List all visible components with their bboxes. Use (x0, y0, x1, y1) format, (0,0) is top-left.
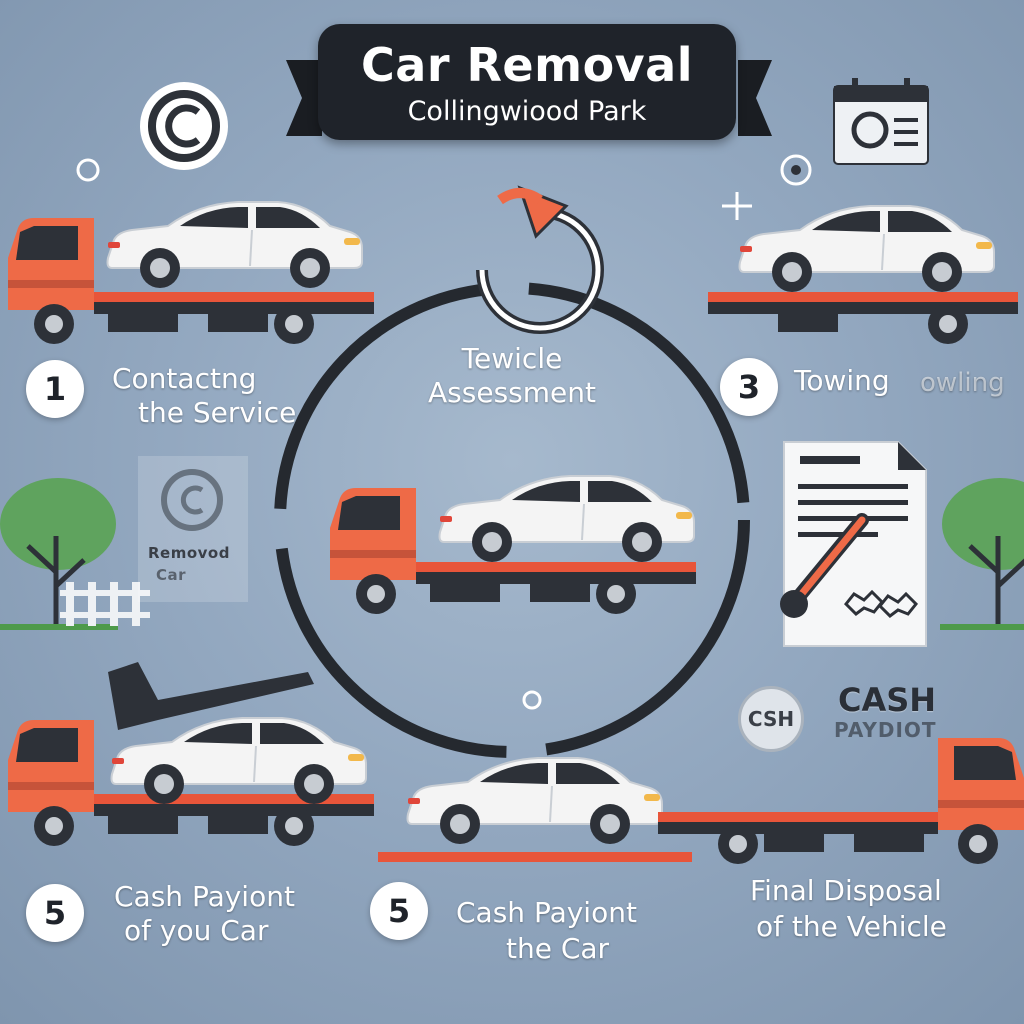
truck-cash-left (8, 662, 374, 846)
step-badge-5-left: 5 (26, 884, 84, 942)
cash-badge: CSH (738, 686, 804, 752)
faded-sign (138, 456, 248, 602)
sign-line2: Car (156, 566, 187, 584)
pen-icon (780, 513, 869, 618)
small-ring-icon (76, 154, 812, 710)
document-icon (783, 441, 927, 647)
sign-line1: Removod (148, 544, 230, 562)
cash-title: CASH (838, 681, 937, 719)
car-contacting (106, 201, 363, 289)
truck-final (658, 738, 1024, 864)
tree-icon (0, 478, 118, 630)
page-subtitle: Collingwiood Park (407, 96, 647, 127)
truck-towing (708, 292, 1018, 344)
step-2-label-line1: Tewicle (461, 342, 563, 375)
step-3-label-line2: owling (920, 368, 1005, 398)
car-cash-center (406, 757, 663, 845)
step-1-label-line1: Contactng (112, 362, 257, 395)
car-center (438, 475, 695, 563)
process-ring (274, 282, 750, 758)
flatbed-bottom (378, 852, 692, 862)
step-5-left-label-line2: of you Car (124, 914, 269, 947)
banner-ribbons (286, 60, 772, 136)
step-5-left-label-line1: Cash Payiont (114, 880, 295, 913)
step-badge-5-center: 5 (370, 882, 428, 940)
fence-icon (60, 582, 150, 626)
step-3-label-line1: Towing (794, 364, 890, 397)
step-badge-1: 1 (26, 360, 84, 418)
step-badge-3: 3 (720, 358, 778, 416)
step-2-label-line2: Assessment (428, 376, 596, 409)
step-final-label-line1: Final Disposal (750, 874, 942, 907)
plus-icon (722, 192, 752, 220)
page-title: Car Removal (361, 38, 693, 92)
refresh-arrow-icon (476, 185, 604, 334)
step-1-label-line2: the Service (138, 396, 297, 429)
step-5-center-label-line1: Cash Payiont (456, 896, 637, 929)
tree-icon (940, 478, 1024, 630)
car-towing (738, 205, 995, 293)
step-5-center-label-line2: the Car (506, 932, 610, 965)
cash-subtitle: PAYDIOT (834, 718, 937, 742)
copyright-icon (140, 82, 228, 170)
step-final-label-line2: of the Vehicle (756, 910, 947, 943)
calendar-icon (833, 78, 929, 165)
title-banner: Car Removal Collingwiood Park (318, 24, 736, 140)
car-cash-left (110, 717, 367, 805)
